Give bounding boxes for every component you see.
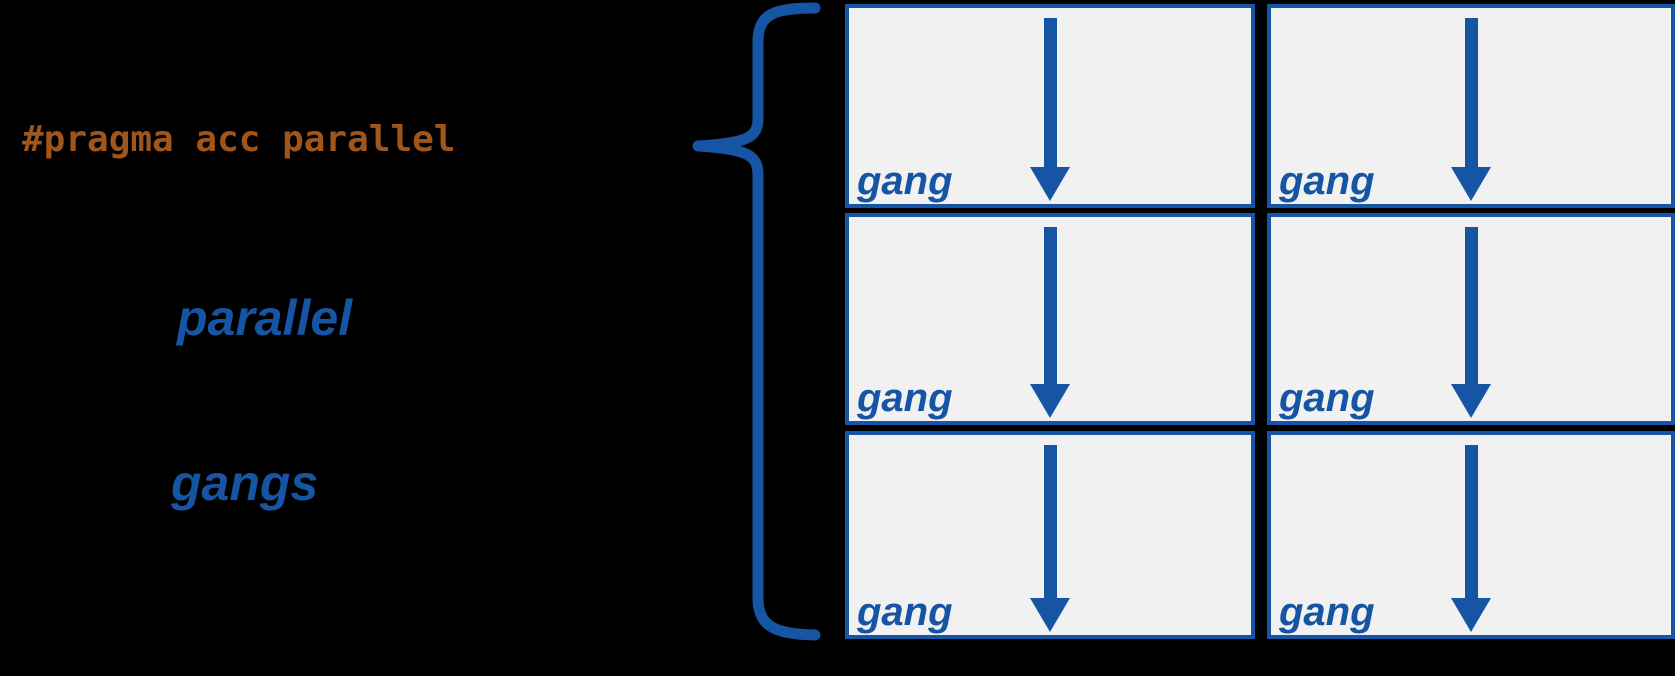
gang-box: gang <box>845 431 1255 639</box>
arrow-head <box>1451 167 1491 201</box>
gang-box: gang <box>1267 4 1675 208</box>
gang-label: gang <box>1279 159 1375 203</box>
gang-label: gang <box>1279 376 1375 420</box>
arrow-stem <box>1465 18 1478 170</box>
arrow-head <box>1030 167 1070 201</box>
gang-grid: gang gang gang gang <box>845 4 1675 639</box>
keyword-gangs: gangs <box>171 455 319 511</box>
gang-label: gang <box>1279 590 1375 634</box>
gang-label: gang <box>857 376 953 420</box>
gang-label: gang <box>857 590 953 634</box>
pragma-code-label: #pragma acc parallel <box>22 119 456 160</box>
arrow-stem <box>1465 445 1478 601</box>
arrow-head <box>1030 384 1070 418</box>
arrow-head <box>1451 598 1491 632</box>
gang-label: gang <box>857 159 953 203</box>
keyword-parallel: parallel <box>177 290 353 346</box>
gang-box: gang <box>1267 431 1675 639</box>
left-curly-brace-icon <box>692 2 821 641</box>
arrow-stem <box>1044 227 1057 387</box>
gang-box: gang <box>1267 213 1675 425</box>
arrow-head <box>1030 598 1070 632</box>
arrow-stem <box>1044 445 1057 601</box>
arrow-stem <box>1044 18 1057 170</box>
arrow-head <box>1451 384 1491 418</box>
gang-box: gang <box>845 4 1255 208</box>
gang-box: gang <box>845 213 1255 425</box>
arrow-stem <box>1465 227 1478 387</box>
